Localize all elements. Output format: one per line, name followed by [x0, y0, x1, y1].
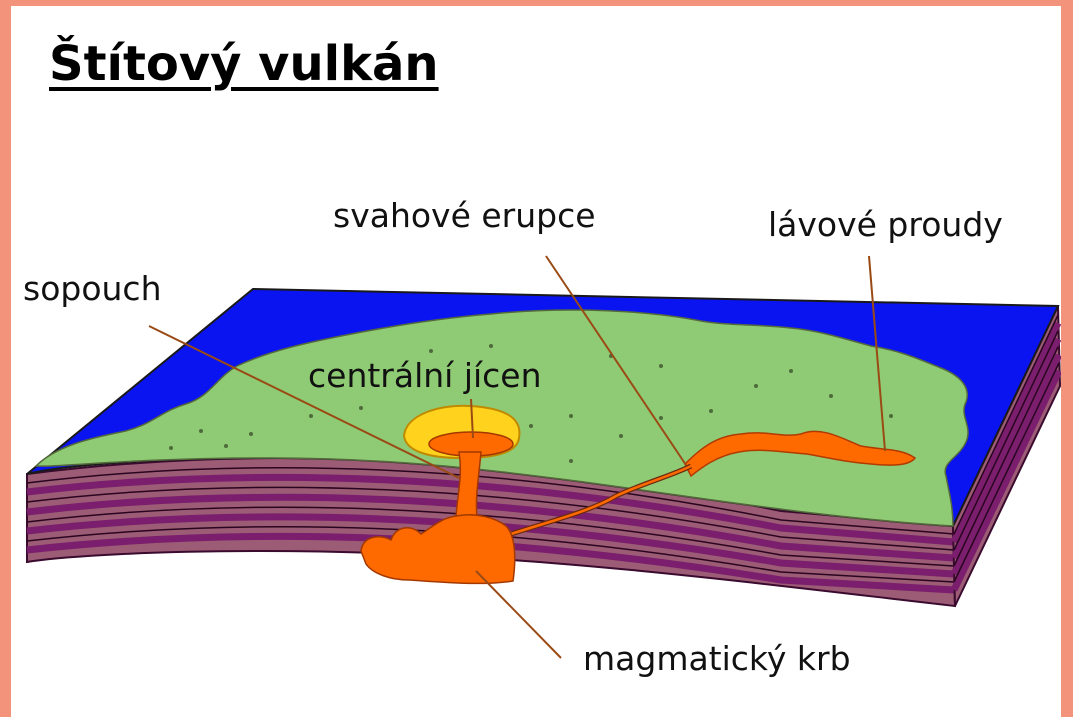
slide: Štítový vulkán svahové erupce lávové pro… — [11, 6, 1061, 717]
label-lavove-proudy: lávové proudy — [768, 205, 1003, 245]
conduit — [456, 452, 481, 518]
slide-title: Štítový vulkán — [49, 34, 439, 94]
label-magmaticky-krb: magmatický krb — [583, 639, 851, 679]
label-svahove-erupce: svahové erupce — [333, 196, 596, 236]
label-centralni-jicen: centrální jícen — [308, 356, 542, 396]
leader-line-magmaticky-krb — [476, 571, 561, 658]
label-sopouch: sopouch — [23, 269, 162, 309]
